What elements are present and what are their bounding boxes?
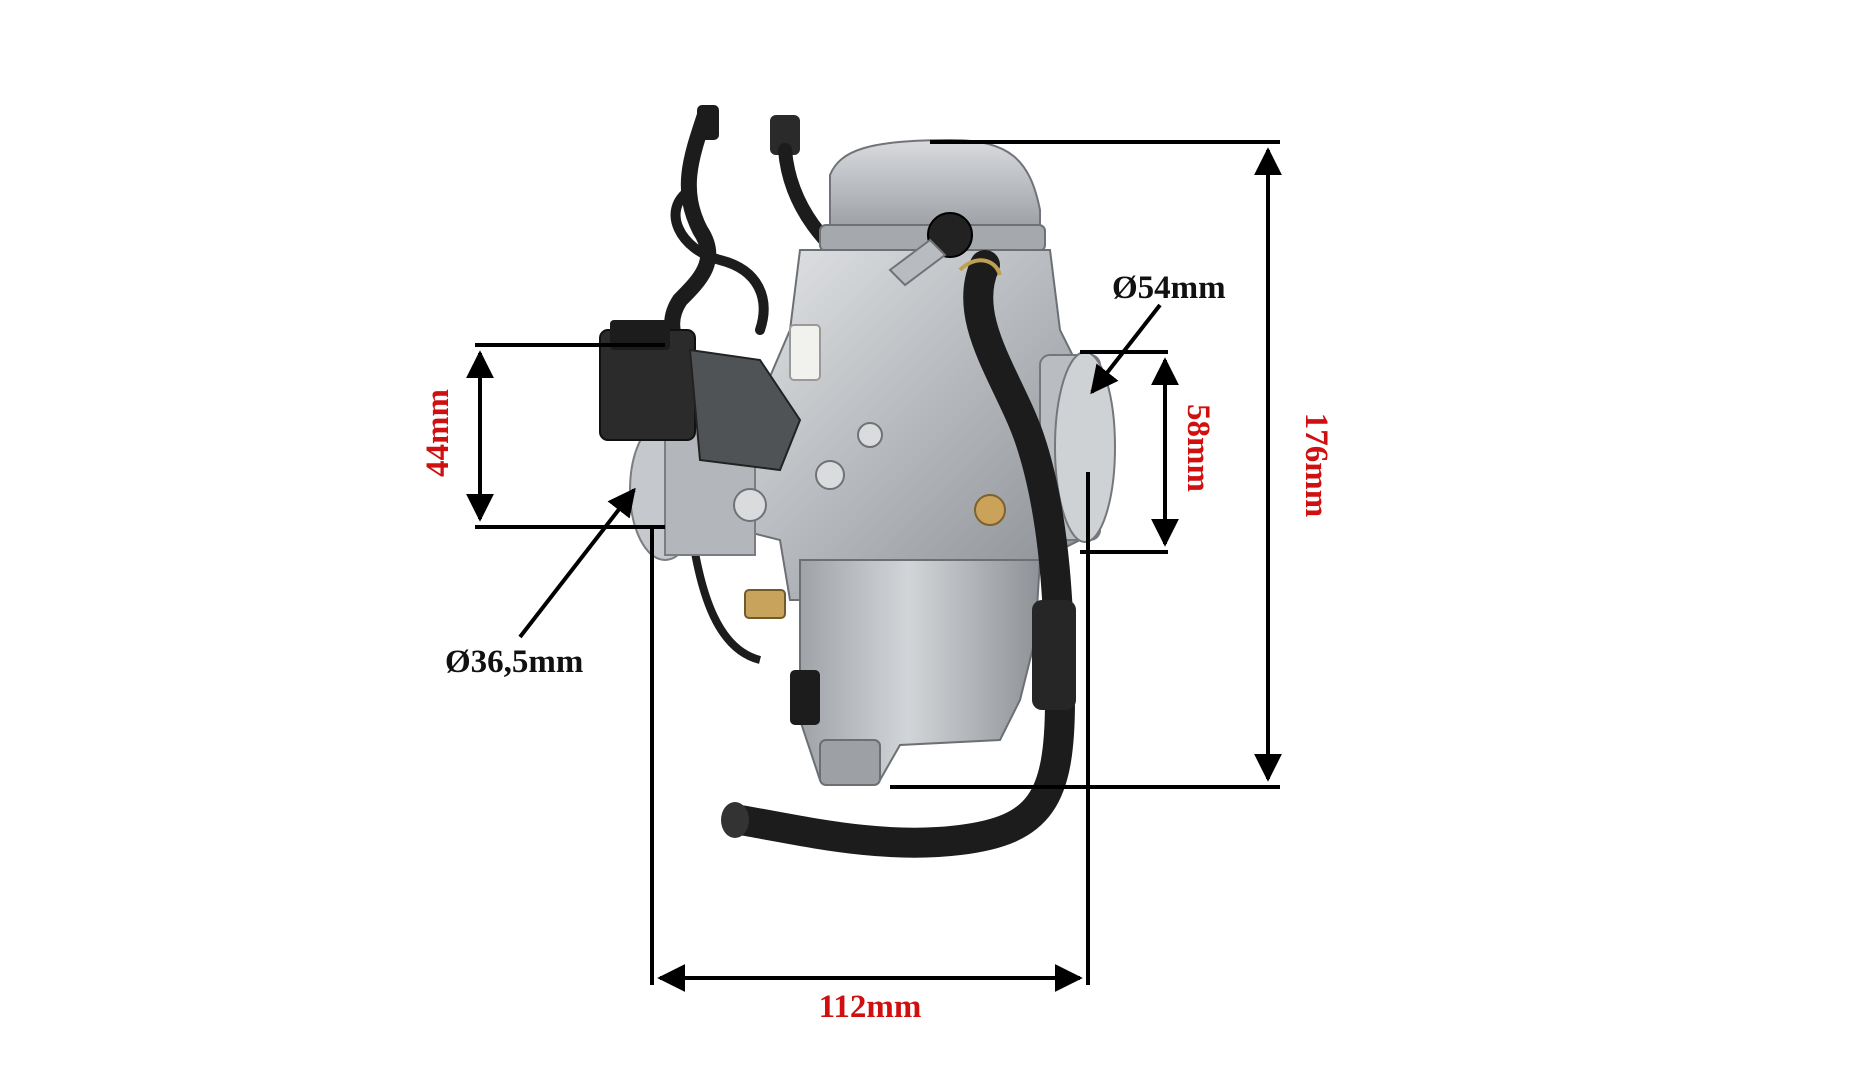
bolt-1 [733, 488, 767, 522]
height-total-label: 176mm [1298, 413, 1334, 517]
carburetor-photo [599, 105, 1116, 858]
inlet-height-label: 44mm [420, 389, 456, 477]
choke-knob [927, 212, 973, 258]
idle-screw [744, 589, 786, 619]
width-total-label: 112mm [819, 989, 922, 1025]
inlet-diameter-leader [518, 487, 636, 639]
bolt-2 [815, 460, 845, 490]
choke-lever [888, 238, 947, 287]
dimension-lines [466, 140, 1282, 992]
fuel-cut-solenoid [790, 670, 820, 725]
vent-hose-fitting [697, 105, 719, 140]
inlet-diameter-label: Ø36,5mm [445, 644, 583, 680]
hose-end [721, 802, 749, 838]
bolt-3 [857, 422, 883, 448]
outlet-bell [1054, 351, 1116, 543]
brass-fitting [974, 494, 1006, 526]
white-connector [789, 324, 821, 381]
hose-sleeve [1032, 600, 1076, 710]
outlet-diameter-label: Ø54mm [1112, 270, 1226, 306]
float-bowl [799, 559, 1042, 781]
top-cap [829, 138, 1041, 231]
outlet-diameter-leader [1090, 303, 1162, 395]
hose-clip [958, 258, 1002, 276]
bowl-drain [819, 739, 881, 786]
tps-bracket [688, 348, 802, 472]
outlet-height-label: 58mm [1180, 404, 1216, 492]
vent-hose-left-2 [670, 185, 769, 335]
tps-connector [610, 320, 670, 350]
vent-hose-top [770, 115, 800, 155]
